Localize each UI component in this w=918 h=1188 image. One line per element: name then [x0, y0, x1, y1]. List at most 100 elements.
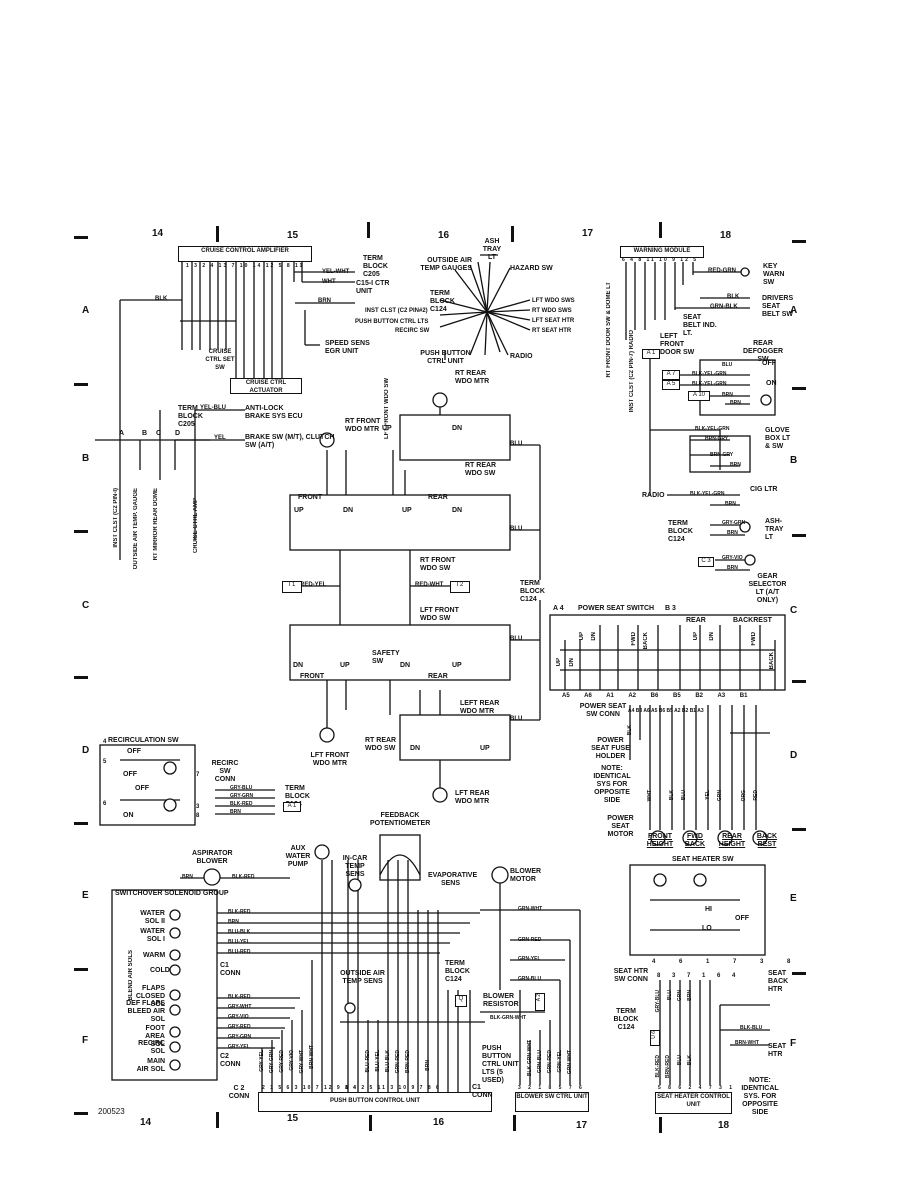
seat-up: UP [556, 658, 562, 667]
recirc-pin-3: 3 [196, 804, 200, 810]
gear-selector-lt: GEAR SELECTOR LT (A/T ONLY) [748, 573, 787, 604]
radio-label: RADIO [642, 492, 665, 499]
switchover-solenoid-group: SWITCHOVER SOLENOID GROUP [115, 890, 229, 897]
seat-dn: DN [591, 632, 597, 641]
conn-q: Q [455, 995, 467, 1007]
c2-conn: C2 CONN [220, 1053, 241, 1068]
wire-blu: BLU [510, 636, 523, 642]
window-front-label: FRONT [298, 494, 323, 501]
left-front-door-sw: LEFT FRONT DOOR SW [660, 333, 695, 356]
conn-letter-d: D [175, 430, 181, 437]
seat-heater-note: NOTE: IDENTICAL SYS. FOR OPPOSITE SIDE [741, 1077, 779, 1116]
conn-letter-c: C [156, 430, 162, 437]
wire-brn: BRN [722, 392, 733, 398]
defog-on: ON [766, 380, 777, 387]
wire-blk-blu: BLK-BLU [740, 1025, 763, 1031]
conn-a1: A 1 [283, 802, 301, 812]
c1-conn: C1 CONN [220, 962, 241, 977]
wire-blk-red: BLK-RED [232, 874, 255, 880]
wire-blk-grn-wht: BLK-GRN-WHT [527, 1040, 533, 1077]
cruise-actuator-label: CRUISE CTRL ACTUATOR [245, 380, 287, 394]
cruise-term-block: TERM BLOCK C205 [363, 255, 388, 278]
dn-label: DN [452, 425, 463, 432]
grid-tick [792, 534, 806, 537]
cruise-control-amplifier: CRUISE CONTROL AMPLIFIER [178, 246, 312, 262]
rear-defogger-sw: REAR DEFOGGER SW [742, 340, 784, 363]
warning-module-title: WARNING MODULE [633, 248, 691, 254]
blower-resistor: BLOWER RESISTOR [483, 993, 519, 1008]
wire-blu: BLU [667, 990, 673, 1001]
recirc-pin-7: 7 [196, 772, 200, 778]
rt-rear-wdo-sw: RT REAR WDO SW [465, 462, 497, 477]
wire-wht: WHT [647, 790, 653, 802]
seat-back: BACK [769, 652, 775, 670]
lft-rear-wdo-mtr: LFT REAR WDO MTR [455, 790, 490, 805]
push-button-unit-label: PUSH BUTTON CONTROL UNIT [329, 1098, 421, 1104]
grid-tick [74, 383, 88, 386]
seat-heater-ctrl-label: SEAT HEATER CONTROL UNIT [657, 1094, 730, 1108]
seat-htr-hi: HI [705, 906, 712, 913]
inst-clst-label: INST CLST (C2 PIN-I) [113, 488, 119, 548]
seat-conn-pins: A4 B3 A6 A5 B6 B5 A2 B2 B1 A3 [628, 708, 704, 714]
drivers-seat-belt-sw: DRIVERS SEAT BELT SW [762, 295, 794, 318]
row-label-d: D [82, 745, 90, 756]
rt-front-wdo-sw: RT FRONT WDO SW [420, 557, 456, 572]
recirc-sol: RECIRC SOL [138, 1040, 165, 1055]
wire-gry-grn: GRY-GRN [228, 1034, 252, 1040]
cruise-ctrl-amp-ref: CRUISE CTRL AMP [193, 498, 199, 554]
power-seat-rear: REAR [686, 617, 706, 624]
dn-label: DN [400, 662, 411, 669]
grid-tick [792, 387, 806, 390]
wire-brn-wht: BRN-WHT [309, 1045, 315, 1069]
recirc-pin-4: 4 [103, 739, 107, 745]
lft-wdo-sws: LFT WDO SWS [532, 298, 575, 304]
seat-switch-pins: A5 A6 A1 A2 B6 B5 B2 A3 B1 [562, 693, 748, 699]
lft-front-wdo-mtr: LFT FRONT WDO MTR [310, 752, 350, 767]
rt-wdo-sws: RT WDO SWS [532, 308, 572, 314]
wire-blk: BLK [727, 294, 740, 300]
wire-red-wht: RED-WHT [415, 582, 444, 588]
wire-brn: BRN [230, 809, 241, 815]
grid-tick [792, 972, 806, 975]
rt-seat-htr: RT SEAT HTR [532, 328, 572, 334]
wire-brn: BRN [730, 462, 741, 468]
window-front-label: FRONT [300, 673, 325, 680]
grid-tick [216, 1112, 219, 1128]
recirc-off: OFF [123, 771, 137, 778]
rt-mirror-dome: RT MIRROR REAR DOME [153, 488, 159, 561]
wire-gry-grn: GRY-GRN [230, 793, 254, 799]
left-rear-wdo-mtr: LEFT REAR WDO MTR [460, 700, 500, 715]
pin-a4: A 4 [553, 605, 564, 612]
column-label-16: 16 [438, 230, 450, 241]
cig-ltr: CIG LTR [750, 486, 778, 493]
grid-tick [74, 1112, 88, 1115]
column-label-17-bottom: 17 [576, 1120, 588, 1131]
row-label-f: F [82, 1035, 89, 1046]
c1-conn-label: C1 CONN [472, 1084, 493, 1099]
row-label-c-right: C [790, 605, 798, 616]
wire-blu: BLU [677, 1055, 683, 1066]
wire-brn-wht: BRN-WHT [735, 1040, 759, 1046]
seat-htr: SEAT HTR [768, 1043, 787, 1058]
c1-pins: 1 4 2 5 11 3 10 9 7 8 6 [345, 1085, 441, 1091]
wire-blu: BLU [722, 362, 733, 368]
up-label: UP [480, 745, 490, 752]
dn-label: DN [293, 662, 304, 669]
ashtray-term-block: TERM BLOCK C124 [668, 520, 693, 543]
left-term-block: TERM BLOCK C205 [178, 405, 203, 428]
conn-u6: U 6 [650, 1030, 660, 1046]
seat-dn: DN [569, 658, 575, 667]
blower-motor: BLOWER MOTOR [510, 868, 542, 883]
wire-gry-vio: GRY-VIO [289, 1050, 295, 1071]
up-label: UP [402, 507, 412, 514]
wire-blu-yel: BLU-YEL [228, 939, 250, 945]
windows-term-block: TERM BLOCK C124 [520, 580, 545, 603]
wire-blu-blk: BLU-BLK [228, 929, 251, 935]
power-seat-note: NOTE: IDENTICAL SYS FOR OPPOSITE SIDE [593, 765, 631, 804]
wire-grn-red: GRN-RED [518, 937, 542, 943]
wire-gry-blu: GRY-BLU [655, 990, 661, 1013]
motor-fwd-back: FWD BACK [684, 833, 706, 848]
def-flaps-sol: DEF FLAPS BLEED AIR SOL [126, 1000, 165, 1023]
wire-blk-red: BLK-RED [655, 1055, 661, 1078]
column-label-14: 14 [152, 228, 164, 239]
